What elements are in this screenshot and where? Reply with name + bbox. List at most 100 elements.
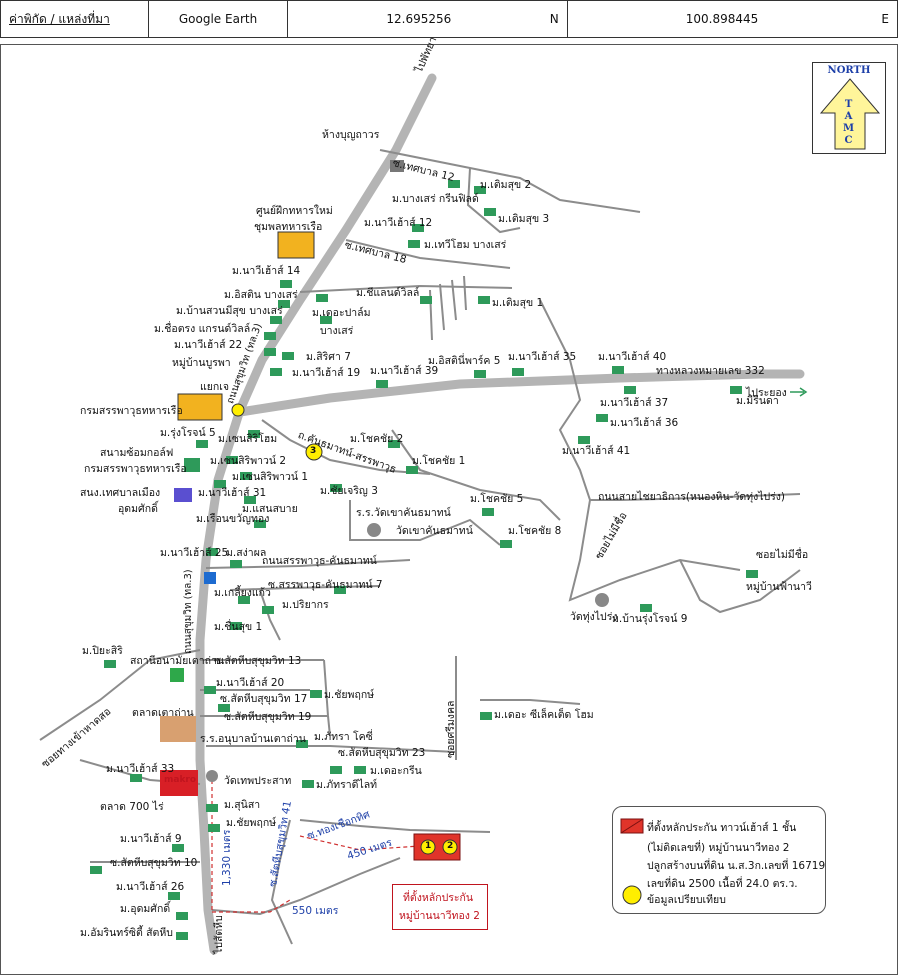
hwy332-label: ทางหลวงหมายเลข 332: [656, 365, 765, 377]
market-icon: [160, 716, 196, 742]
place-label: ม.นาวีเฮ้าส์ 19: [292, 367, 361, 379]
coordinate-source-label: ค่าพิกัด / แหล่งที่มา: [9, 11, 110, 26]
place-label: ม.ชีแลนด์วิลล์: [356, 287, 420, 299]
place-label: ม.รุ่งโรจน์ 5: [160, 427, 216, 439]
place-label: ม.เซนสิริโฮม: [218, 433, 278, 445]
latitude-value: 12.695256: [386, 12, 452, 26]
municipality-icon: [174, 488, 192, 502]
to-rayong-label: ไประยอง: [746, 387, 787, 399]
place-label: ม.สุนิสา: [224, 799, 261, 811]
place-label: ซ.สัตหีบสุขุมวิท 10: [110, 857, 198, 869]
soi-noname-2-label: ซอยไม่มีชื่อ: [756, 549, 809, 561]
road-soi-thapkhachon: [39, 649, 201, 741]
place-label: ม.นาวีเฮ้าส์ 22: [174, 339, 243, 351]
place-label: ม.อุดมศักดิ์: [120, 903, 171, 915]
road-selected-home: [480, 699, 581, 705]
ordnance-icon: [177, 393, 223, 421]
soi-sattahip-23: [206, 745, 457, 753]
sanpawut-khanthamat-label: ถนนสรรพาวุธ-คันธมาทน์: [262, 555, 377, 567]
to-sattahip-label: ไปสัตหีบ: [213, 915, 225, 954]
place-label: ม.โชคชัย 2: [350, 433, 404, 445]
place-label: แยกเจ: [200, 381, 230, 393]
place-label: วัดเทพประสาท: [224, 775, 292, 787]
soi-srimongkol-label: ซอยศรีมงคล: [445, 700, 457, 758]
legend-line3: ปลูกสร้างบนที่ดิน น.ส.3ก.เลขที่ 16719: [647, 860, 826, 872]
place-label: ม.นาวีเฮ้าส์ 41: [562, 445, 631, 457]
place-label: ชุมพลทหารเรือ: [254, 221, 323, 233]
soi-tesaban-12: [379, 149, 641, 213]
place-label: ม.สง่าผล: [226, 547, 267, 559]
compare-marker-1: [420, 839, 436, 855]
road-south-loop: [211, 857, 401, 916]
latitude-cell: 12.695256 N: [288, 1, 568, 37]
rayong-arrow-icon: [790, 387, 808, 397]
place-label: ม.ชื่นสุข 1: [214, 621, 263, 633]
place-label: ม.โชคชัย 8: [508, 525, 562, 537]
place-label: ม.เดอะ ซีเล็คเต็ด โฮม: [494, 709, 594, 721]
place-label: ซ.สัตหีบสุขุมวิท 17: [220, 693, 308, 705]
road-inner-grid: [229, 585, 381, 641]
place-label: ม.อิสติน บางเสร่: [224, 289, 298, 301]
place-label: ตลาดเตาถ่าน: [132, 707, 194, 719]
place-label: ม.นาวีเฮ้าส์ 33: [106, 763, 175, 775]
place-label: ม.นาวีเฮ้าส์ 9: [120, 833, 182, 845]
longitude-cell: 100.898445 E: [568, 1, 897, 37]
legend-line4: เลขที่ดิน 2500 เนื้อที่ 24.0 ตร.ว.: [647, 878, 798, 890]
place-label: ม.ภัทรา โคซี่: [314, 731, 373, 743]
road-khanthamat: [261, 419, 431, 475]
place-label: กรมสรรพาวุธทหารเรือ: [84, 463, 187, 475]
place-label: ม.เทวีโฮม บางเสร่: [424, 239, 507, 251]
place-label: ร.ร.วัดเขาคันธมาทน์: [356, 507, 451, 519]
place-label: ม.เดอะกรีน: [370, 765, 422, 777]
school-icon: [204, 572, 216, 584]
map-frame: [0, 44, 898, 975]
temple-tungprong-icon: [595, 593, 609, 607]
longitude-dir: E: [881, 12, 889, 26]
place-label: ม.นาวีเฮ้าส์ 25: [160, 547, 229, 559]
dist-550-label: 550 เมตร: [292, 905, 339, 917]
north-arrow: NORTH T A M C: [812, 62, 886, 154]
compare-marker-3-text: 3: [310, 446, 317, 456]
dist-arrow-550: [212, 899, 291, 913]
place-label: ม.นาวีเฮ้าส์ 35: [508, 351, 577, 363]
place-label: ม.บ้านรุ่งโรจน์ 9: [612, 613, 688, 625]
place-label: ม.แสนสบาย: [242, 503, 298, 515]
legend-line2: (ไม่ติดเลขที่) หมู่บ้านนาวีทอง 2: [647, 842, 790, 854]
place-label: ม.นาวีเฮ้าส์ 37: [600, 397, 669, 409]
place-label: หมู่บ้านฟ้านาวี: [746, 581, 812, 593]
place-label: ม.เกลี้ยงแก้ว: [214, 587, 271, 599]
north-arrow-icon: [819, 78, 881, 150]
place-label: ม.เติมสุข 3: [498, 213, 550, 225]
source-value: Google Earth: [178, 12, 258, 26]
coordinate-header: ค่าพิกัด / แหล่งที่มา Google Earth 12.69…: [0, 0, 898, 38]
place-label: makro: [164, 775, 197, 785]
site-box-line2: หมู่บ้านนาวีทอง 2: [399, 910, 480, 922]
place-label: ม.เดอะปาล์ม: [312, 307, 371, 319]
place-label: ตลาด 700 ไร่: [100, 801, 164, 813]
place-label: วัดเขาคันธมาทน์: [396, 525, 473, 537]
place-label: ม.เซนสิริพาวน์ 1: [232, 471, 309, 483]
place-label: ม.นาวีเฮ้าส์ 39: [370, 365, 439, 377]
road-soi-nonam1: [568, 499, 741, 602]
golf-icon: [184, 458, 200, 472]
dist-1330-label: 1,330 เมตร: [221, 829, 233, 886]
place-label: สนง.เทศบาลเมือง: [80, 487, 161, 499]
longitude-value: 100.898445: [685, 12, 759, 26]
road-chaiyaphruek: [323, 659, 331, 737]
place-label: ม.นาวีเฮ้าส์ 20: [216, 677, 285, 689]
road-sattahip-41: [270, 819, 293, 945]
header-label-cell: ค่าพิกัด / แหล่งที่มา: [1, 1, 149, 37]
training-center-icon: [277, 231, 315, 259]
latitude-dir: N: [549, 12, 559, 26]
place-label: ม.นาวีเฮ้าส์ 31: [198, 487, 267, 499]
place-label: ม.โชคชัย 5: [470, 493, 524, 505]
compare-marker-2: [442, 839, 458, 855]
place-label: ม.ชื่อตรง แกรนด์วิลล์: [154, 323, 251, 335]
place-label: ม.นาวีเฮ้าส์ 36: [610, 417, 679, 429]
source-cell: Google Earth: [149, 1, 289, 37]
makro-icon: [160, 770, 198, 796]
place-label: ซ.สัตหีบสุขุมวิท 13: [214, 655, 302, 667]
place-label: ม.บางเสร่ กรีนฟิลด์: [392, 193, 479, 205]
place-label: ม.เซนสิริพาวน์ 2: [210, 455, 287, 467]
